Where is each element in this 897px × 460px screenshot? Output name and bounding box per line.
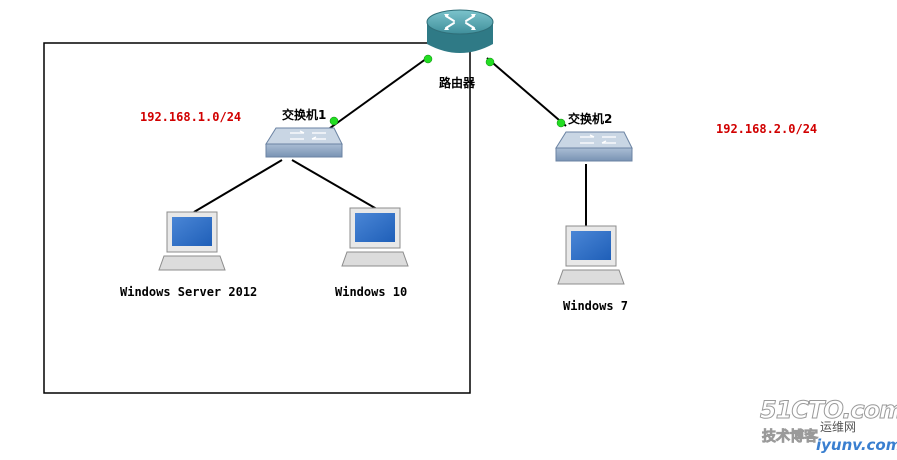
watermark-logo: 51CTO.com	[759, 396, 897, 425]
subnet-right-label: 192.168.2.0/24	[716, 122, 818, 136]
links	[193, 55, 587, 228]
switch1-label: 交换机1	[282, 108, 327, 122]
link-switch1-server	[193, 159, 283, 213]
watermark-tagline: 技术博客	[762, 429, 819, 446]
pc-server-icon[interactable]	[158, 211, 226, 271]
pc-win10-icon[interactable]	[341, 207, 409, 267]
switch2-label: 交换机2	[568, 112, 613, 126]
link-router-switch2	[486, 57, 567, 127]
pc-win7-icon[interactable]	[557, 225, 625, 285]
router-icon[interactable]	[426, 9, 494, 53]
status-dot-switch1	[329, 116, 339, 126]
subnet-boundary-box	[43, 42, 471, 394]
pc-server-label: Windows Server 2012	[120, 285, 258, 299]
watermark-subtitle: 运维网	[820, 420, 857, 434]
pc-win10-label: Windows 10	[335, 285, 408, 299]
switch2-icon[interactable]	[555, 131, 633, 162]
link-router-switch1	[329, 55, 431, 129]
pc-win7-label: Windows 7	[563, 299, 629, 313]
subnet-left-label: 192.168.1.0/24	[140, 110, 242, 124]
switch1-icon[interactable]	[265, 127, 343, 158]
watermark-url: iyunv.com	[816, 436, 897, 454]
link-status-dots	[329, 54, 566, 128]
status-dot-switch2	[556, 118, 566, 128]
router-label: 路由器	[439, 76, 476, 90]
link-switch1-win10	[291, 159, 383, 213]
status-dot-router-right	[485, 57, 495, 67]
status-dot-router-left	[423, 54, 433, 64]
